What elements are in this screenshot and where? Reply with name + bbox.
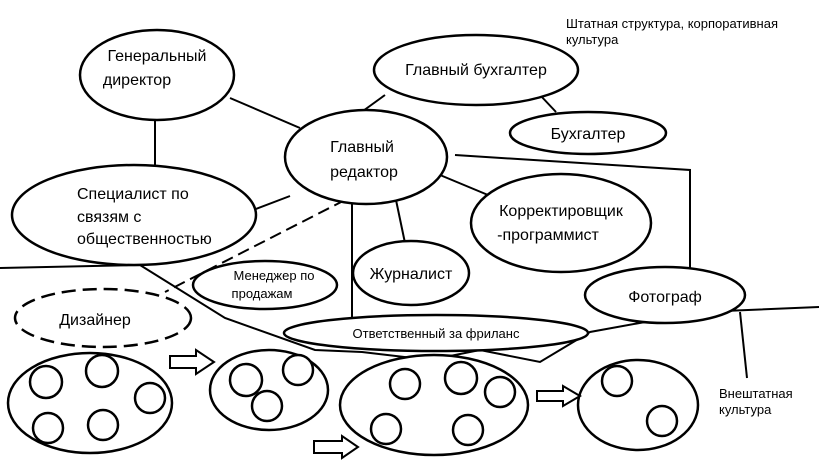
edge-chiefacc-acc <box>539 94 557 113</box>
node-sales-manager-line2: продажам <box>232 286 293 301</box>
freelancer-circle <box>31 411 65 445</box>
freelancer-group-3 <box>338 353 530 457</box>
node-chief-editor-line2: редактор <box>330 164 398 181</box>
node-photographer-line1: Фотограф <box>628 289 702 306</box>
node-designer-line1: Дизайнер <box>59 312 131 329</box>
freelancer-circle <box>28 364 64 400</box>
node-pr-specialist-line1: Специалист по <box>77 186 189 203</box>
freelancer-group-1 <box>6 351 174 455</box>
edge-director-editor <box>229 97 301 129</box>
edge-editor-journalist <box>395 199 406 244</box>
edge-editor-photographer <box>454 154 691 278</box>
nonstaff-culture-label: Внештатная культура <box>719 386 793 417</box>
node-pr-specialist-line3: общественностью <box>77 231 212 248</box>
node-pr-specialist: Специалист по связям с общественностью <box>10 163 258 267</box>
edge-editor-designer <box>164 199 346 293</box>
freelance-groups <box>6 348 700 457</box>
connections <box>154 94 748 379</box>
node-chief-editor-line1: Главный <box>330 139 394 156</box>
arrow-icon <box>536 384 582 408</box>
node-general-director-line2: директор <box>103 72 171 89</box>
node-chief-editor: Главный редактор <box>283 108 449 206</box>
node-accountant: Бухгалтер <box>508 110 668 156</box>
arrow-icon <box>169 348 216 376</box>
node-proofreader-programmer: Корректировщик -программист <box>469 172 653 274</box>
node-journalist: Журналист <box>351 239 471 307</box>
freelancer-circle <box>369 412 403 446</box>
node-chief-accountant-line1: Главный бухгалтер <box>405 62 547 79</box>
freelancer-group-4 <box>576 358 700 452</box>
freelancer-circle <box>443 360 479 396</box>
freelancer-circle <box>250 389 284 423</box>
arrow-icon <box>313 434 360 460</box>
edge-photographer-external <box>739 311 748 379</box>
freelancer-circle <box>600 364 634 398</box>
staff-structure-label: Штатная структура, корпоративная культур… <box>566 16 778 47</box>
node-photographer: Фотограф <box>583 265 747 325</box>
freelancer-circle <box>86 408 120 442</box>
node-general-director-line1: Генеральный <box>108 48 207 65</box>
node-pr-specialist-line2: связям с <box>77 209 141 226</box>
freelancer-circle <box>228 362 264 398</box>
node-freelance-manager-line1: Ответственный за фриланс <box>353 326 520 341</box>
node-sales-manager: Менеджер по продажам <box>191 259 339 311</box>
freelancer-circle <box>84 353 120 389</box>
node-general-director: Генеральный директор <box>78 28 236 122</box>
freelancer-group-2 <box>208 348 330 432</box>
freelancer-circle <box>451 413 485 447</box>
node-accountant-line1: Бухгалтер <box>551 126 626 143</box>
node-proofreader-programmer-line2: -программист <box>497 227 599 244</box>
node-journalist-line1: Журналист <box>370 266 453 283</box>
node-chief-accountant: Главный бухгалтер <box>372 33 580 107</box>
freelancer-circle <box>483 375 517 409</box>
freelancer-circle <box>281 353 315 387</box>
freelancer-circle <box>388 367 422 401</box>
node-sales-manager-line1: Менеджер по <box>234 268 315 283</box>
freelancer-circle <box>133 381 167 415</box>
node-freelance-manager: Ответственный за фриланс <box>282 313 590 353</box>
freelancer-circle <box>645 404 679 438</box>
node-designer: Дизайнер <box>13 287 193 349</box>
flow-arrows <box>169 348 582 460</box>
node-proofreader-programmer-line1: Корректировщик <box>499 203 624 220</box>
